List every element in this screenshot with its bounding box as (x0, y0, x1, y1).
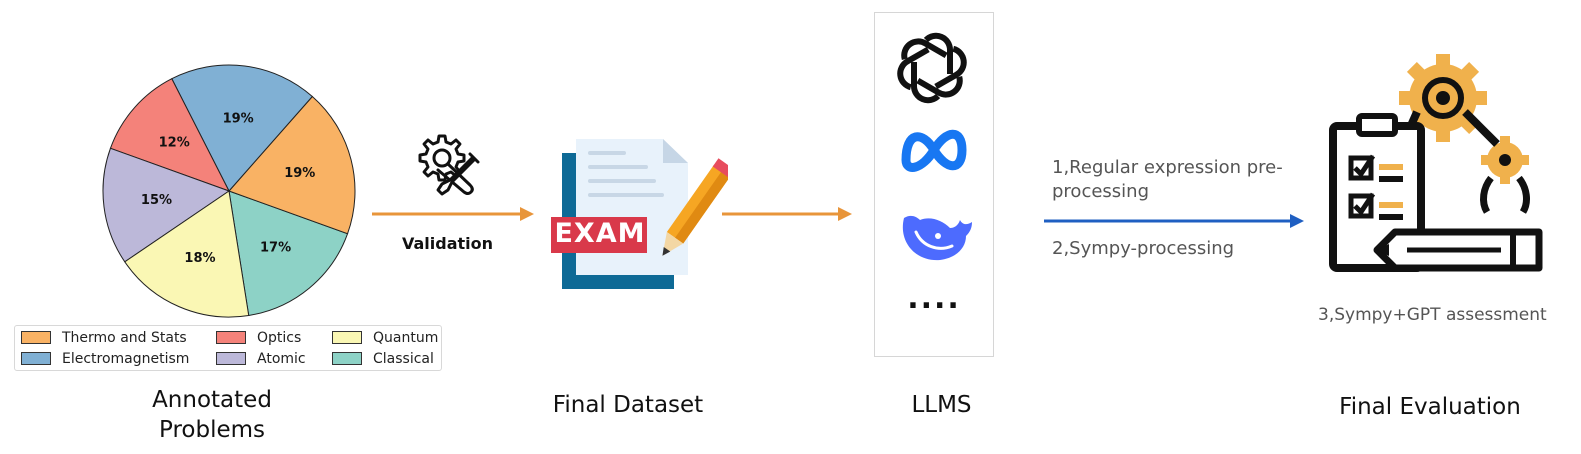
legend-swatch (332, 351, 362, 365)
pie-value-label: 19% (223, 111, 254, 126)
openai-logo-icon (897, 32, 967, 104)
pie-value-label: 12% (159, 136, 190, 151)
legend-item-electromagnetism: Electromagnetism (21, 351, 189, 367)
caption-line: Annotated (152, 387, 272, 413)
legend-swatch (21, 351, 51, 365)
arrow-to-evaluation (1044, 214, 1304, 228)
processing-step-3: 3,Sympy+GPT assessment (1318, 305, 1547, 325)
legend-item-quantum: Quantum (332, 330, 438, 346)
caption-final-evaluation: Final Evaluation (1339, 394, 1521, 420)
pie-slice-optics (109, 78, 231, 192)
legend-label: Quantum (373, 330, 439, 346)
legend-item-classical: Classical (332, 351, 434, 367)
pie-slice-classical (228, 190, 349, 317)
meta-logo-icon (901, 129, 967, 172)
legend-label: Atomic (257, 351, 306, 367)
evaluation-robot-icon (1329, 54, 1543, 272)
caption-line: Problems (158, 417, 265, 443)
llm-panel (874, 12, 994, 357)
legend-swatch (216, 330, 246, 344)
pie-slice-quantum (124, 190, 250, 318)
arrow-validation (372, 207, 534, 221)
llm-more-indicator: .... (907, 281, 961, 316)
legend-item-optics: Optics (216, 330, 301, 346)
processing-step-1-line2: processing (1052, 181, 1150, 202)
legend-label: Classical (373, 351, 434, 367)
pie-value-label: 17% (260, 240, 291, 255)
pie-slice-thermo-and-stats (228, 95, 356, 235)
pie-value-label: 18% (184, 251, 215, 266)
legend-swatch (332, 330, 362, 344)
exam-document-icon (551, 139, 728, 289)
processing-step-2: 2,Sympy-processing (1052, 238, 1235, 259)
legend-swatch (21, 330, 51, 344)
legend-swatch (216, 351, 246, 365)
legend-item-atomic: Atomic (216, 351, 306, 367)
processing-step-1-line1: 1,Regular expression pre- (1052, 157, 1283, 178)
tools-icon (418, 134, 480, 196)
pie-value-label: 19% (284, 166, 315, 181)
pie-slice-atomic (102, 147, 231, 263)
caption-final-dataset: Final Dataset (552, 392, 704, 418)
validation-label: Validation (402, 234, 494, 253)
pie-slice-electromagnetism (171, 64, 314, 192)
arrow-dataset-to-llms (722, 207, 852, 221)
pie-value-label: 15% (141, 193, 172, 208)
chart-legend: Thermo and Stats Electromagnetism Optics… (14, 325, 442, 371)
processing-step-1: 1,Regular expression pre- processing (1052, 156, 1283, 204)
pie-chart: 17% 19% 19% 12% 15% 18% (102, 64, 356, 318)
exam-label: EXAM (554, 218, 646, 249)
legend-label: Optics (257, 330, 302, 346)
caption-llms: LLMS (911, 392, 972, 418)
caption-annotated-problems: Annotated Problems (112, 385, 312, 445)
legend-label: Thermo and Stats (62, 330, 187, 346)
legend-label: Electromagnetism (62, 351, 190, 367)
legend-item-thermo: Thermo and Stats (21, 330, 187, 346)
deepseek-whale-icon (902, 215, 972, 261)
